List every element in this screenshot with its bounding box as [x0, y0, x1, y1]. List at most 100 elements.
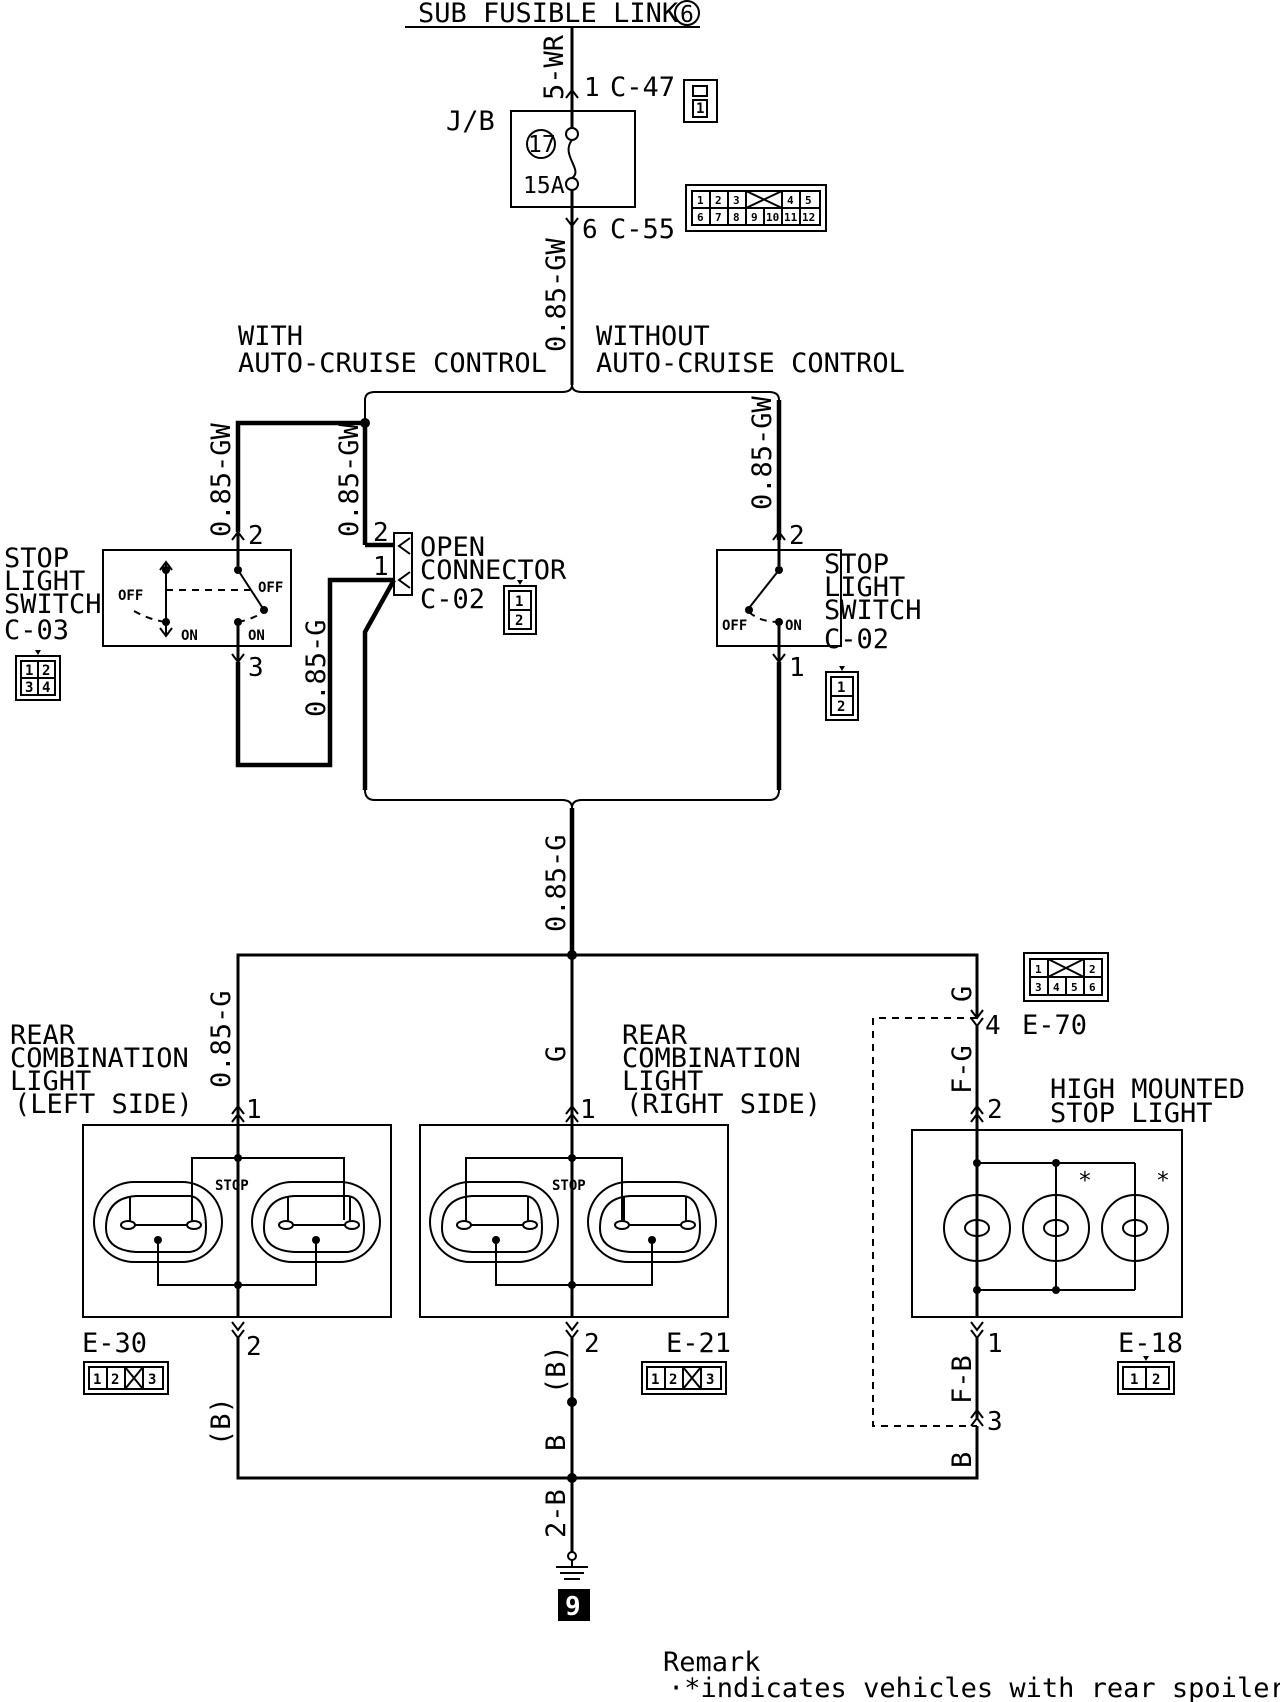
stop-switch-right-line1: STOP: [824, 549, 889, 580]
fusible-link-number: 6: [680, 2, 694, 28]
e30-name: E-30: [82, 1328, 147, 1359]
svg-text:2: 2: [837, 699, 845, 715]
connector-icon-e30: 1 2 3: [83, 1361, 169, 1395]
connector-arrow-c55: [565, 217, 579, 228]
junction-block: J/B 17 15A: [446, 106, 636, 208]
stop-switch-right-pin-out: 1: [789, 653, 805, 683]
wire-label-0-85-gw-left2: 0.85-GW: [334, 422, 365, 537]
hmsl-pin-in: 2: [987, 1095, 1003, 1125]
svg-text:4: 4: [787, 194, 794, 207]
open-connector: [393, 532, 413, 596]
e70-pin: 4: [985, 1011, 1001, 1041]
hmsl-pin-out: 1: [987, 1329, 1003, 1359]
fuse-number-circle: [526, 129, 556, 159]
remark-text: ·*indicates vehicles with rear spoiler.: [668, 1673, 1280, 1702]
wire-distribution-bus: [236, 953, 979, 1125]
hmsl-line1: HIGH MOUNTED: [1050, 1074, 1245, 1105]
wire-open-connector-out: [362, 578, 396, 790]
open-connector-name: C-02: [420, 584, 485, 615]
svg-text:3: 3: [25, 680, 33, 696]
rear-left-line2: COMBINATION: [10, 1043, 189, 1074]
e70-name: E-70: [1022, 1010, 1087, 1041]
stop-switch-right-pin-in: 2: [789, 521, 805, 551]
connector-icon-c47: 1: [683, 79, 718, 123]
svg-text:1: 1: [25, 663, 33, 679]
switch-left-on-right: ON: [248, 628, 265, 644]
sub-fusible-link-header: SUB FUSIBLE LINK 6: [405, 0, 700, 29]
hmsl-line2: STOP LIGHT: [1050, 1098, 1213, 1129]
ground-number-box: [558, 1589, 590, 1621]
bulb-right-a: [429, 1181, 559, 1263]
wire-label-b-right: B: [947, 1452, 978, 1468]
svg-text:2: 2: [42, 663, 50, 679]
wire-label-b-paren-left: (B): [206, 1397, 237, 1446]
svg-text:1: 1: [515, 594, 523, 610]
c47-pin: 1: [584, 73, 600, 103]
fusible-link-number-circle: [674, 0, 700, 26]
stop-light-switch-left: OFF OFF ON ON: [102, 532, 292, 662]
svg-text:11: 11: [784, 211, 798, 224]
stop-switch-right-name: C-02: [824, 624, 889, 655]
connector-icon-e70: 1 2 3 4 5 6: [1023, 952, 1109, 1002]
wire-0-85-gw-left-outer: [235, 420, 365, 532]
wire-label-0-85-g-rcl-left: 0.85-G: [206, 990, 237, 1088]
stop-switch-right-line2: LIGHT: [824, 572, 905, 603]
e70-pin-bottom: 3: [987, 1407, 1003, 1437]
option-without-line2: AUTO-CRUISE CONTROL: [596, 348, 905, 379]
option-without-line1: WITHOUT: [596, 321, 710, 352]
svg-text:6: 6: [1089, 981, 1096, 994]
open-connector-label-line2: CONNECTOR: [420, 555, 567, 586]
svg-text:3: 3: [733, 194, 740, 207]
wire-label-b-center: B: [541, 1435, 572, 1451]
svg-text:1: 1: [837, 680, 845, 696]
wire-label-0-85-g-center: 0.85-G: [541, 834, 572, 932]
rear-right-line2: COMBINATION: [622, 1043, 801, 1074]
rear-right-line4: (RIGHT SIDE): [626, 1089, 821, 1120]
rear-combination-light-right: STOP: [419, 1124, 729, 1318]
svg-text:3: 3: [148, 1372, 156, 1388]
e21-name: E-21: [666, 1328, 731, 1359]
svg-text:4: 4: [42, 680, 50, 696]
connector-icon-e18: 1 2: [1117, 1356, 1175, 1395]
stop-switch-left-line2: LIGHT: [4, 566, 85, 597]
rear-combination-light-left: STOP: [82, 1124, 392, 1318]
switch-left-off-right: OFF: [258, 580, 283, 596]
rear-left-pin-out: 2: [246, 1332, 262, 1362]
switch-right-off: OFF: [722, 618, 747, 634]
stop-switch-left-line1: STOP: [4, 543, 69, 574]
c55-name: C-55: [610, 214, 675, 245]
c47-name: C-47: [610, 72, 675, 103]
fuse-rating: 15A: [523, 173, 565, 199]
stop-light-switch-right: OFF ON: [716, 540, 842, 662]
svg-text:3: 3: [1035, 981, 1042, 994]
switch-left-on-left: ON: [181, 628, 198, 644]
junction-dot-ground-mid: [567, 1397, 577, 1407]
open-connector-label-line1: OPEN: [420, 532, 485, 563]
wire-label-0-85-gw-main: 0.85-GW: [541, 237, 572, 352]
svg-text:5: 5: [805, 194, 812, 207]
switch-left-off-left: OFF: [118, 588, 143, 604]
wire-label-b-paren-center: (B): [541, 1345, 572, 1394]
svg-text:1: 1: [93, 1372, 101, 1388]
wire-0-85-g-left: [235, 577, 394, 768]
fuse-terminal-top: [565, 127, 579, 141]
open-connector-pin-bottom: 1: [373, 552, 389, 582]
rear-left-line4: (LEFT SIDE): [14, 1089, 193, 1120]
ground-number: 9: [565, 1592, 581, 1622]
rear-left-bulb-label: STOP: [215, 1178, 249, 1194]
dashed-bypass: [872, 1017, 977, 1427]
svg-text:2: 2: [669, 1372, 677, 1388]
rear-left-line3: LIGHT: [10, 1066, 91, 1097]
fuse-number: 17: [528, 132, 556, 158]
stop-switch-left-line3: SWITCH: [4, 589, 102, 620]
wire-label-g-rcl-right: G: [541, 1046, 572, 1062]
wire-label-0-85-g-left: 0.85-G: [301, 619, 332, 717]
stop-switch-right-line3: SWITCH: [824, 595, 922, 626]
rear-right-bulb-label: STOP: [552, 1178, 586, 1194]
svg-text:2: 2: [1089, 963, 1096, 976]
rear-right-line3: LIGHT: [622, 1066, 703, 1097]
svg-text:9: 9: [751, 211, 758, 224]
svg-text:2: 2: [715, 194, 722, 207]
svg-text:2: 2: [515, 613, 523, 629]
